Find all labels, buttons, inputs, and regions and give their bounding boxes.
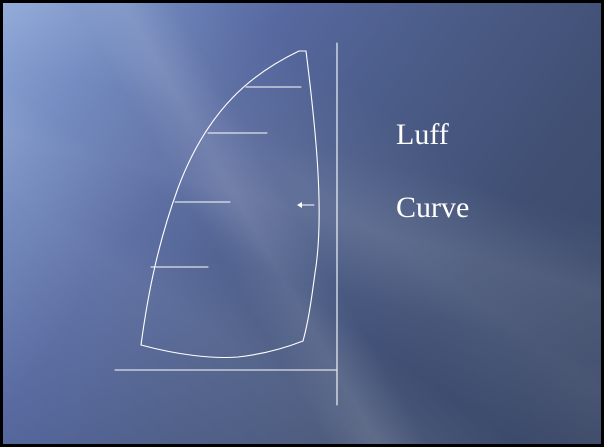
luff-label: Luff xyxy=(396,118,449,151)
sail-luff-curve xyxy=(302,50,320,342)
sail-diagram xyxy=(114,42,338,406)
slide: Luff Curve xyxy=(3,3,601,444)
curve-label: Curve xyxy=(396,191,470,224)
sail-leech xyxy=(140,50,300,346)
arrow-head-icon xyxy=(297,202,302,208)
sail-foot xyxy=(140,340,304,359)
